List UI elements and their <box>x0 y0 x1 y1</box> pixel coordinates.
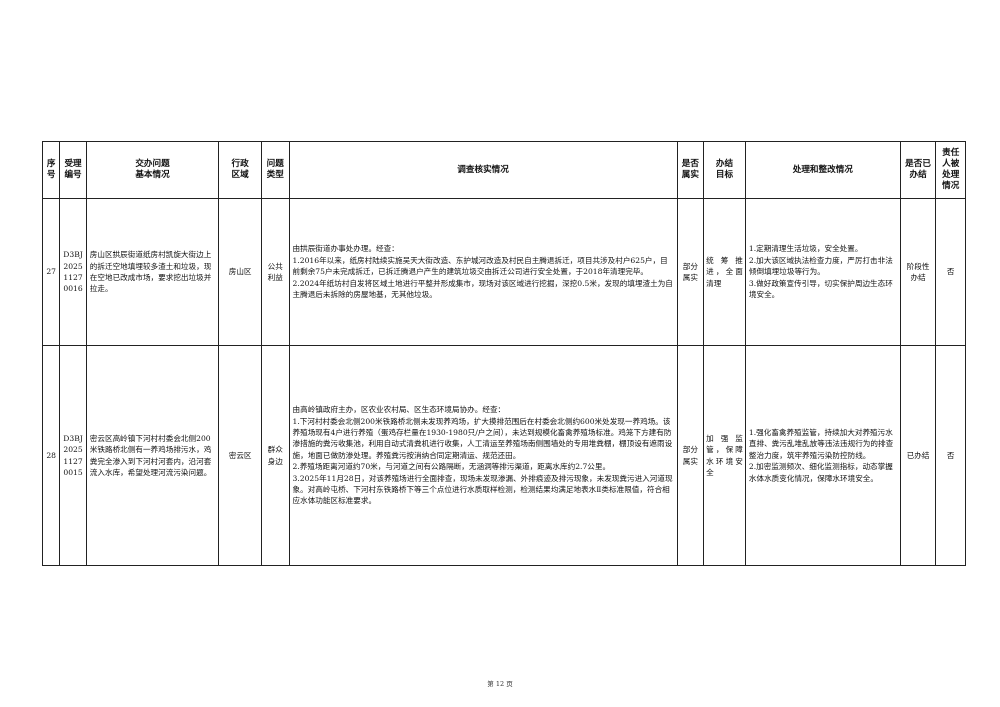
header-investigation: 调查核实情况 <box>288 141 678 199</box>
cell-issue-type: 公共 利益 <box>261 198 290 346</box>
case-table: 序 号 受理 编号 交办问题 基本情况 行政 区域 问题 类型 调查核实情况 是… <box>41 141 966 566</box>
header-accept-no: 受理 编号 <box>59 141 87 199</box>
cell-handling: 1.定期清理生活垃圾，安全处置。 2.加大该区域执法检查力度，严厉打击非法倾倒填… <box>744 198 901 346</box>
cell-is-true: 部分 属实 <box>676 345 705 566</box>
cell-target: 统筹推进，全面清理 <box>703 198 746 346</box>
header-completed: 是否已 办结 <box>899 141 937 199</box>
cell-issue: 密云区高岭镇下河村村委会北侧200米铁路桥北侧有一养鸡场排污水，鸡粪完全渗入到下… <box>85 345 220 566</box>
header-handling: 处理和整改情况 <box>744 141 901 199</box>
header-is-true: 是否 属实 <box>676 141 705 199</box>
header-seq: 序 号 <box>41 141 61 199</box>
cell-investigation: 由拱辰街道办事处办理。经查： 1.2016年以来，纸房村陆续实施吴天大街改造、东… <box>288 198 678 346</box>
page-number: 第 12 页 <box>487 680 513 688</box>
cell-accountability: 否 <box>935 345 966 566</box>
header-issue: 交办问题 基本情况 <box>85 141 220 199</box>
header-accountability: 责任 人被 处理 情况 <box>935 141 966 199</box>
header-district: 行政 区域 <box>218 141 263 199</box>
cell-district: 房山区 <box>218 198 263 346</box>
cell-target: 加强监管，保障水环境安全 <box>703 345 746 566</box>
cell-accept-no: D3BJ 2025 1127 0016 <box>59 198 87 346</box>
header-issue-type: 问题 类型 <box>261 141 290 199</box>
table-row: 28 D3BJ 2025 1127 0015 密云区高岭镇下河村村委会北侧200… <box>41 345 966 566</box>
cell-completed: 阶段性 办结 <box>899 198 937 346</box>
cell-issue: 房山区拱辰街道纸房村凯旋大街边上的拆迁空地填埋较多渣土和垃圾，现在空地已改成市场… <box>85 198 220 346</box>
header-target: 办结 目标 <box>703 141 746 199</box>
table-row: 27 D3BJ 2025 1127 0016 房山区拱辰街道纸房村凯旋大街边上的… <box>41 198 966 346</box>
cell-seq: 28 <box>41 345 61 566</box>
table-header-row: 序 号 受理 编号 交办问题 基本情况 行政 区域 问题 类型 调查核实情况 是… <box>41 141 966 199</box>
cell-completed: 已办结 <box>899 345 937 566</box>
cell-issue-type: 群众 身边 <box>261 345 290 566</box>
cell-district: 密云区 <box>218 345 263 566</box>
cell-investigation: 由高岭镇政府主办，区农业农村局、区生态环境局协办。经查： 1.下河村村委会北侧2… <box>288 345 678 566</box>
cell-accountability: 否 <box>935 198 966 346</box>
cell-is-true: 部分 属实 <box>676 198 705 346</box>
cell-accept-no: D3BJ 2025 1127 0015 <box>59 345 87 566</box>
cell-seq: 27 <box>41 198 61 346</box>
cell-handling: 1.强化畜禽养殖监管，持续加大对养殖污水直排、粪污乱堆乱放等违法违规行为的排查整… <box>744 345 901 566</box>
